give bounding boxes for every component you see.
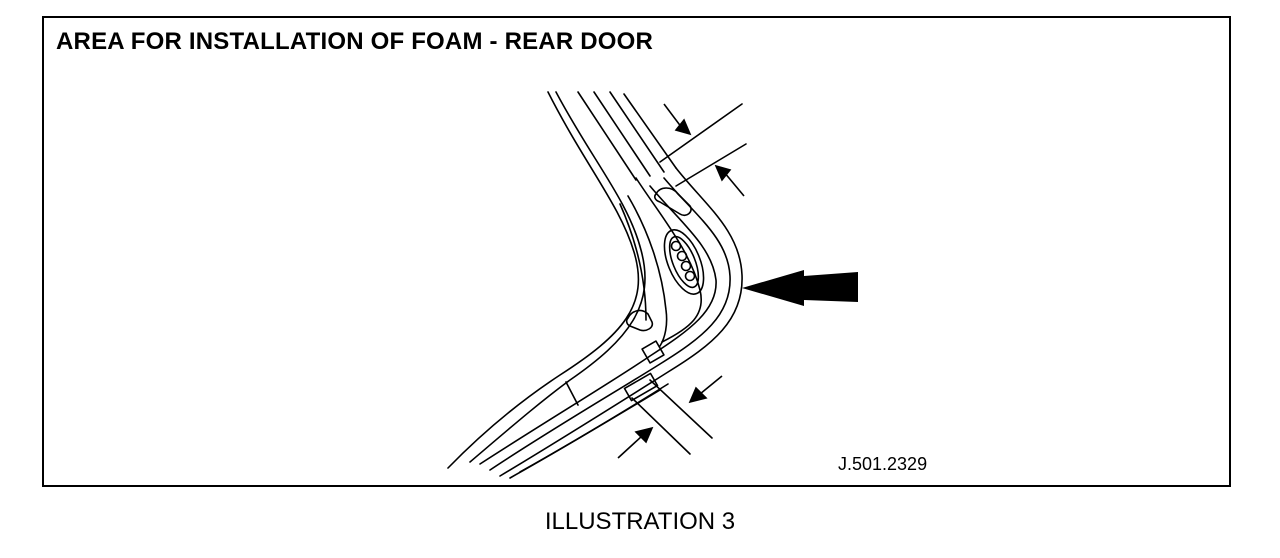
lower-dimension-line-1 (649, 379, 713, 439)
door-frame-rail-1 (577, 91, 637, 181)
door-seal-middle (489, 177, 731, 471)
lower-dimension-arrow-right (688, 386, 708, 404)
upper-dimension-arrow-bottom (714, 164, 732, 182)
lower-block (641, 340, 665, 364)
illustration-caption: ILLUSTRATION 3 (544, 508, 736, 535)
upper-dimension-arrow-top (674, 118, 692, 136)
left-clip (625, 309, 654, 332)
inner-panel-edge-3 (619, 203, 647, 321)
door-frame-rail-4 (623, 93, 677, 169)
sill-line-2 (519, 383, 669, 473)
door-seal-inner (479, 185, 717, 465)
diagram-frame: AREA FOR INSTALLATION OF FOAM - REAR DOO… (42, 16, 1231, 487)
diagram-title: AREA FOR INSTALLATION OF FOAM - REAR DOO… (56, 28, 654, 55)
door-frame-rail-2 (593, 91, 651, 177)
door-frame-rail-3 (609, 91, 665, 173)
upper-clip (654, 187, 692, 217)
bold-pointer-arrow (742, 270, 858, 306)
vent-hole-4 (684, 270, 696, 282)
vent-hole-2 (676, 250, 688, 262)
sill-line-3 (565, 381, 579, 406)
lower-dimension-line-2 (631, 397, 691, 455)
glass-edge-outer (447, 91, 640, 469)
vent-hole-1 (670, 240, 682, 252)
vent-oval-inner (668, 235, 700, 289)
inner-panel-edge-2 (627, 195, 668, 347)
door-seal-outer (499, 167, 743, 477)
vent-oval-outer (663, 229, 705, 295)
upper-dimension-line-1 (659, 103, 743, 163)
lower-dimension-arrow-left (634, 426, 654, 444)
glass-edge-inner (469, 91, 646, 463)
upper-dimension-line-2 (675, 143, 747, 187)
vent-hole-3 (680, 260, 692, 272)
inner-panel-edge (635, 177, 702, 343)
lower-foam-pad (623, 372, 659, 402)
drawing-reference-number: J.501.2329 (838, 454, 928, 474)
